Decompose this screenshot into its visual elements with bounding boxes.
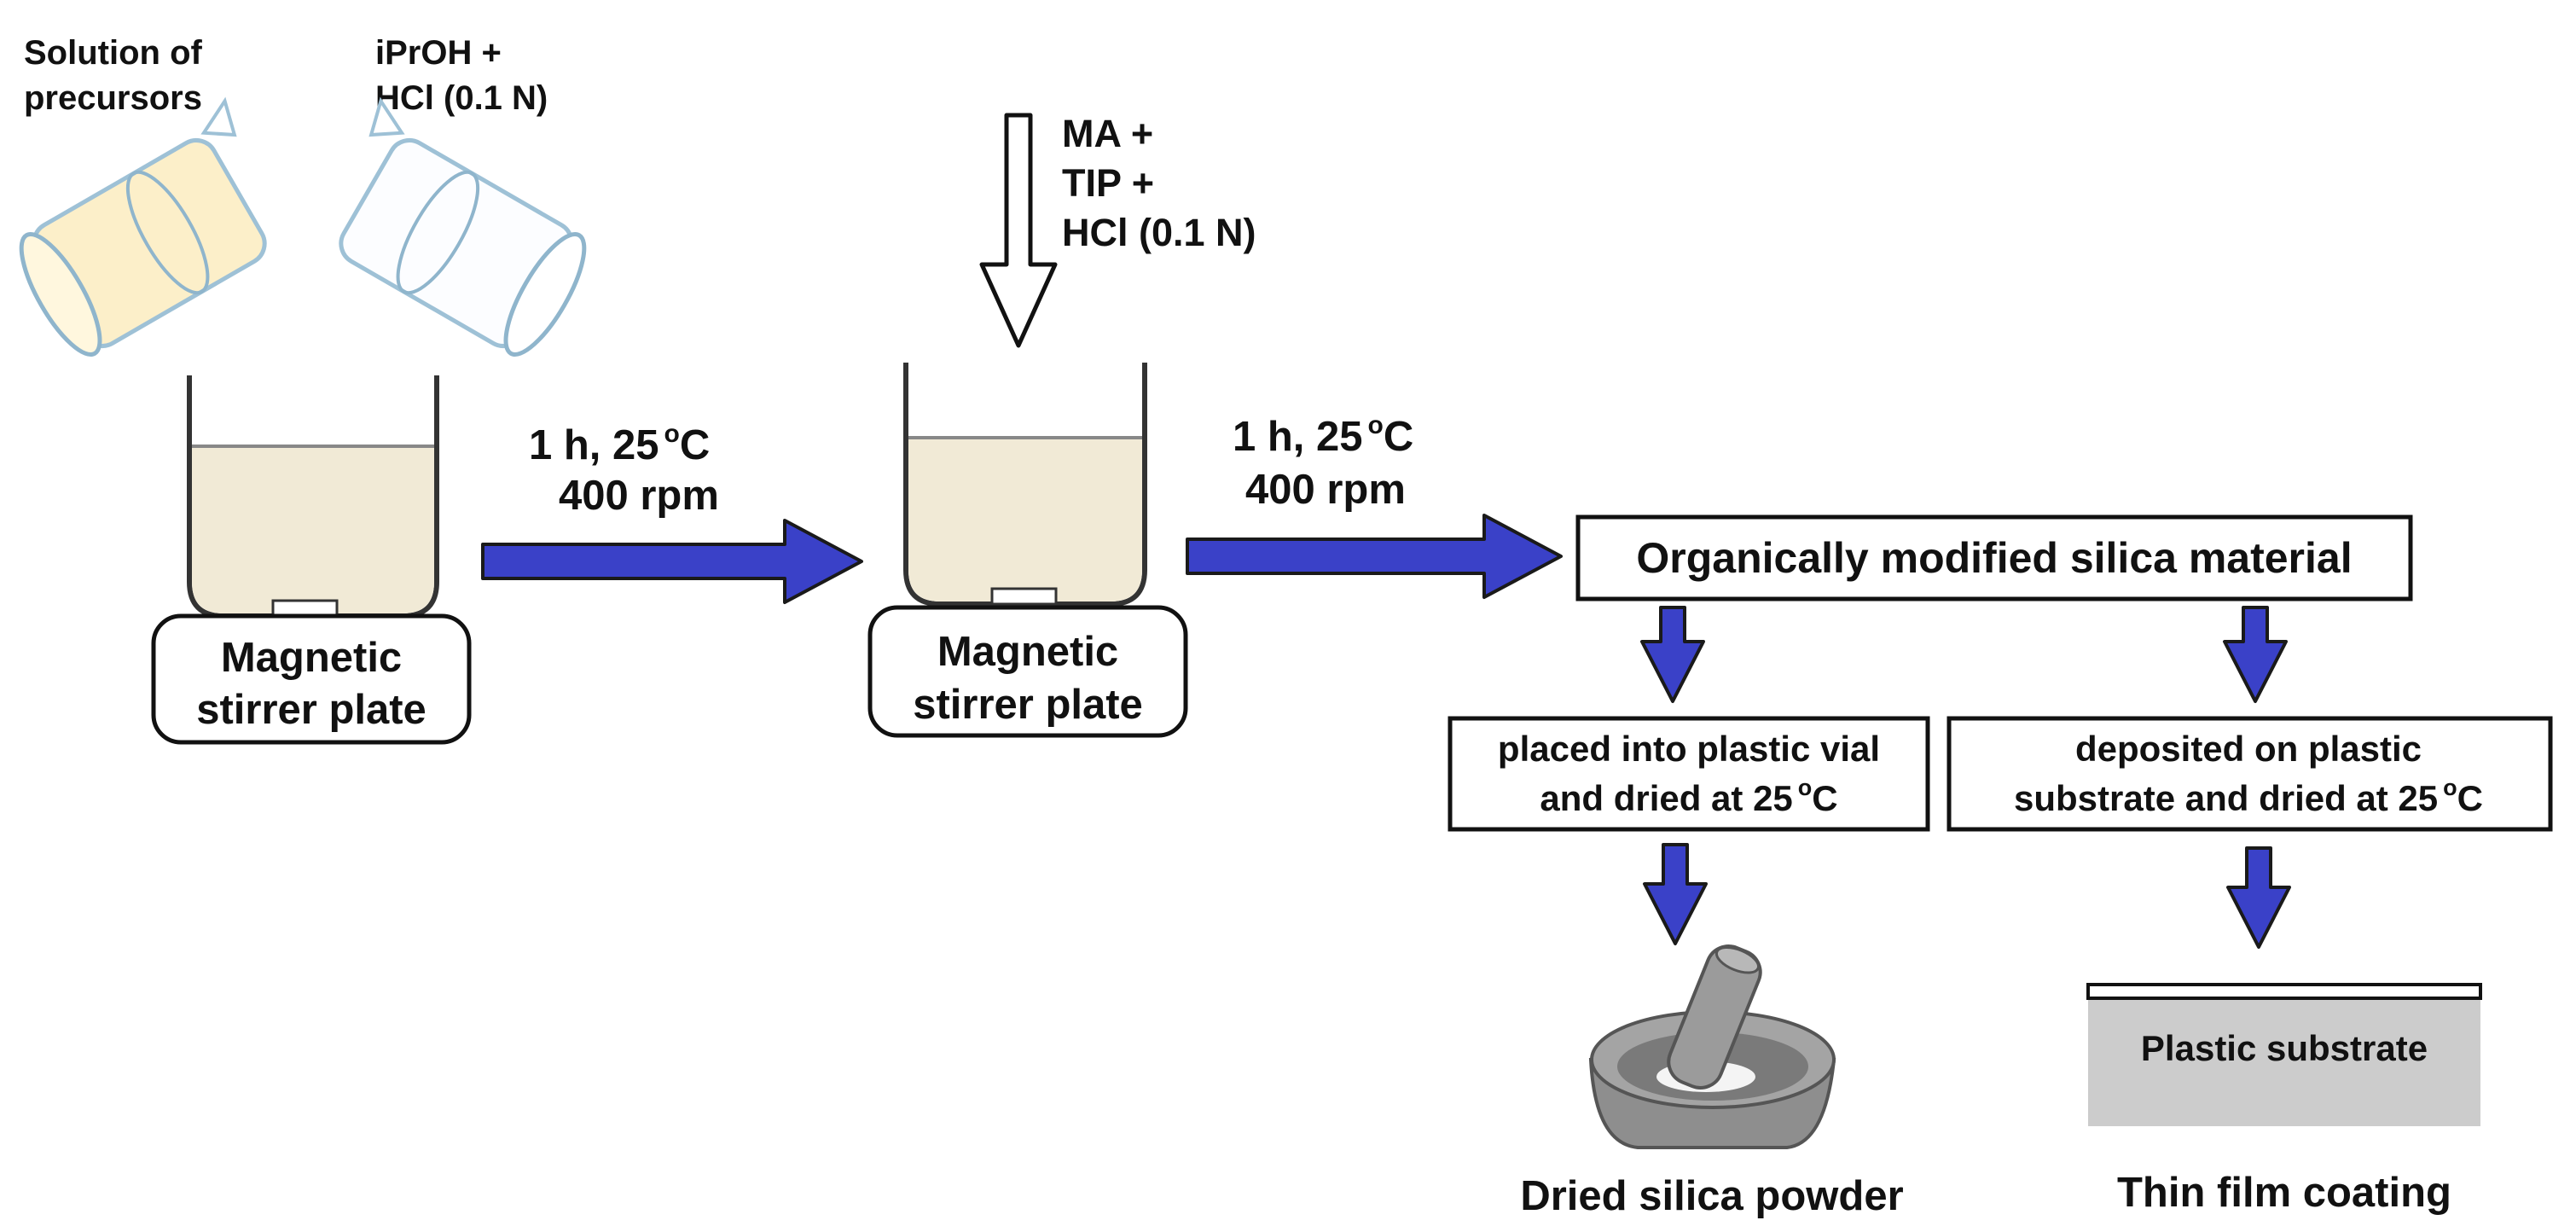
stirrer-plate-1-label-line1: Magnetic [221,635,402,681]
substrate-label: Plastic substrate [2141,1028,2428,1068]
step1-speed: 400 rpm [559,473,719,519]
iproh-label-line2: HCl (0.1 N) [375,79,548,117]
ma-label-line3: HCl (0.1 N) [1062,211,1256,254]
solution-label-line1: Solution of [24,34,203,72]
step2-speed: 400 rpm [1245,467,1406,513]
ma-label-line2: TIP + [1062,161,1154,205]
film-deposition-box: deposited on plastic substrate and dried… [1947,716,2553,832]
coating-caption: Thin film coating [2117,1170,2451,1216]
powder-caption: Dried silica powder [1520,1173,1903,1219]
thin-film-layer [2086,983,2482,1000]
beaker-1-icon [187,375,439,619]
step2-arrow-icon [1186,514,1563,599]
material-label: Organically modified silica material [1636,534,2352,582]
coated-substrate: Plastic substrate [2086,983,2482,1126]
down-arrow-film-2-icon [2226,846,2291,949]
down-arrow-film-1-icon [2223,606,2288,703]
stirrer-plate-2-label-line2: stirrer plate [913,682,1143,728]
down-arrow-vial-2-icon [1643,843,1708,945]
pouring-beaker-iproh-icon [339,96,587,357]
material-box: Organically modified silica material [1575,514,2413,601]
stir-bar-2-icon [990,587,1058,606]
film-label-line1: deposited on plastic [2075,729,2422,769]
plastic-substrate-block [2088,1000,2480,1126]
vial-label-line1: placed into plastic vial [1498,729,1880,769]
pouring-beaker-precursors-icon [19,96,267,357]
stirrer-plate-2-label-line1: Magnetic [937,629,1118,675]
stirrer-plate-1-label-line2: stirrer plate [196,687,426,733]
down-arrow-vial-1-icon [1640,606,1705,703]
stirrer-plate-1: Magnetic stirrer plate [151,613,472,745]
step1-arrow-icon [481,519,863,604]
reagent-down-arrow-icon [979,113,1058,348]
stir-bar-1-icon [271,599,339,618]
stirrer-plate-2: Magnetic stirrer plate [867,605,1188,738]
ma-label-line1: MA + [1062,112,1153,155]
iproh-label-line1: iPrOH + [375,34,502,72]
solution-label-line2: precursors [24,79,202,117]
beaker-2-icon [903,363,1147,607]
mortar-pestle-icon [1588,944,1836,1149]
vial-drying-box: placed into plastic vial and dried at 25… [1448,716,1930,832]
